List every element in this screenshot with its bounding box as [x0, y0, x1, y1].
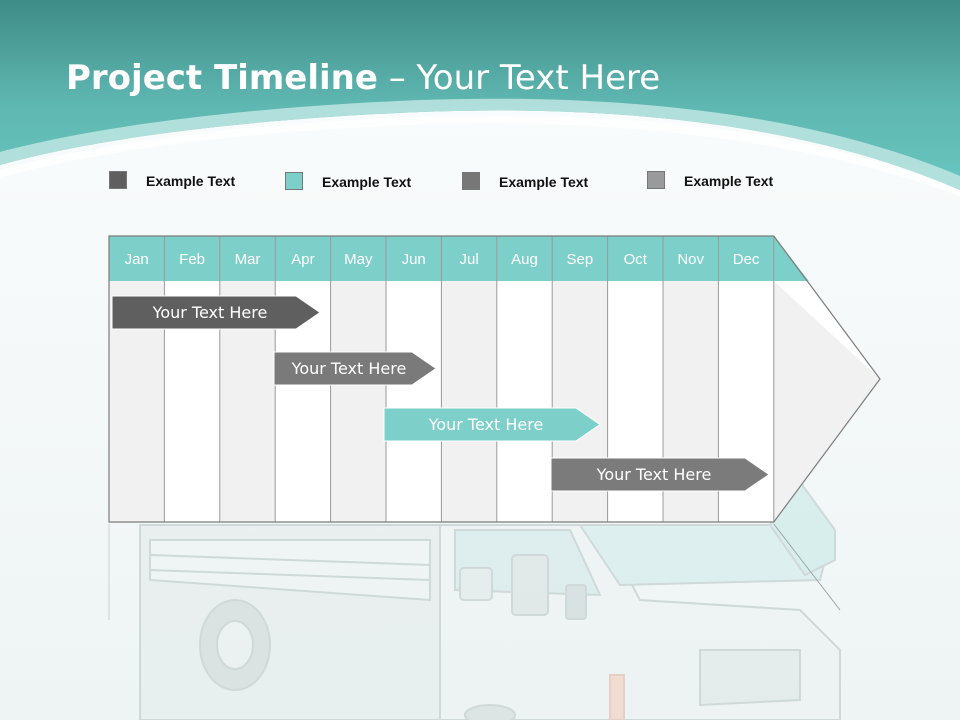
task-bar-4 — [550, 457, 770, 492]
month-label-oct: Oct — [624, 251, 648, 268]
task-label-2: Your Text Here — [291, 359, 407, 378]
month-label-sep: Sep — [567, 251, 594, 268]
task-bar-2 — [273, 351, 437, 386]
legend-label-3: Example Text — [499, 174, 589, 190]
legend-swatch-3 — [462, 172, 480, 190]
legend-swatch-2 — [285, 172, 303, 190]
task-label-1: Your Text Here — [152, 303, 268, 322]
task-bar-1 — [111, 295, 321, 330]
month-label-mar: Mar — [235, 251, 261, 268]
month-label-nov: Nov — [677, 251, 704, 268]
reflection-line — [773, 523, 841, 611]
timeline-outline — [108, 235, 881, 523]
legend-swatch-1 — [109, 171, 127, 189]
task-label-4: Your Text Here — [596, 465, 712, 484]
task-label-3: Your Text Here — [428, 415, 544, 434]
month-label-feb: Feb — [179, 251, 205, 268]
legend-swatch-4 — [647, 171, 665, 189]
month-label-may: May — [344, 251, 373, 268]
column-aug — [496, 281, 553, 522]
legend-label-2: Example Text — [322, 174, 412, 190]
title-main: Project Timeline — [66, 58, 378, 98]
column-jun — [386, 281, 442, 522]
arrow-head-fill — [773, 281, 880, 522]
month-label-dec: Dec — [733, 251, 760, 268]
page-title: Project Timeline – Your Text Here — [66, 58, 660, 98]
column-jul — [441, 281, 497, 522]
month-label-apr: Apr — [291, 251, 314, 268]
legend-label-4: Example Text — [684, 173, 774, 189]
legend-label-1: Example Text — [146, 173, 236, 189]
month-label-jan: Jan — [125, 251, 149, 268]
column-may — [330, 281, 386, 522]
task-bar-3 — [383, 407, 601, 442]
month-label-aug: Aug — [511, 251, 538, 268]
month-label-jun: Jun — [402, 251, 426, 268]
title-subtitle: – Your Text Here — [377, 58, 661, 98]
month-label-jul: Jul — [460, 251, 479, 268]
